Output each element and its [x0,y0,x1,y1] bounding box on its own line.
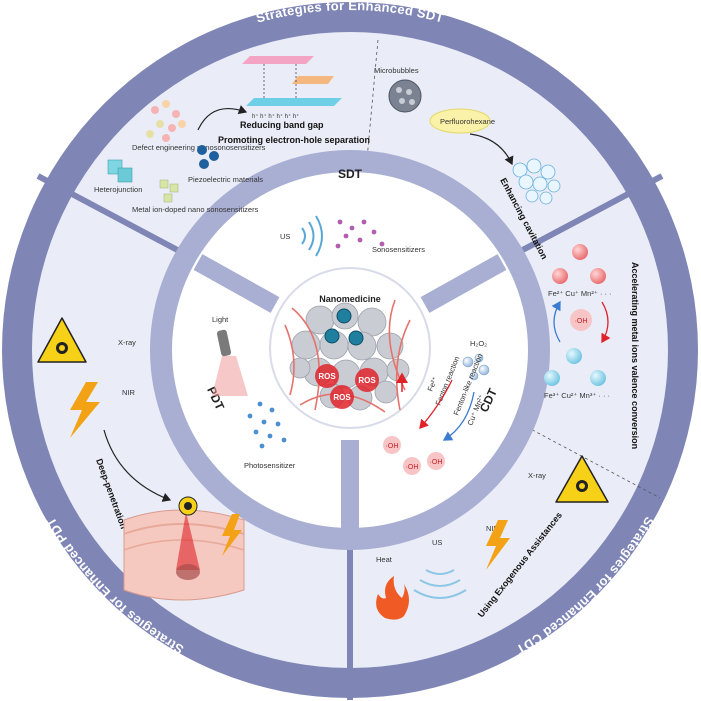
nir-lightning-icon [70,382,100,438]
radiation-warning-icon [37,317,87,363]
h2o2-molecule-icon [462,353,490,381]
ros-burst-1: ROS [315,364,339,388]
skin-tissue-icon [123,509,245,601]
piezoelectric-icon [197,145,219,169]
microbubble-icon [388,79,422,113]
band-gap-label: Reducing band gap [240,120,324,130]
cdt-radiation-warning-icon [555,455,609,503]
heterojunction-icon [107,159,133,183]
pdt-nir-label: NIR [122,388,136,397]
ros-burst-2: ROS [355,368,379,392]
nanoparticle-icon [324,308,364,346]
sonosensitizer-dots-icon [335,219,385,249]
svg-text:·OH: ·OH [575,318,588,325]
valence-arrow-blue-icon [551,300,561,343]
nanomedicine-core: Nanomedicine ROS ROS ROS [269,267,431,429]
valence-label: Accelerating metal ions valence conversi… [630,262,640,449]
nanoparticle-cluster-icon [146,100,186,142]
cdt-lightning-icon [486,520,510,570]
valence-arrow-red-icon [601,301,611,344]
sun-icon [178,496,198,516]
light-label: Light [212,315,229,324]
cdt-xray-label: X-ray [528,471,546,480]
oh-burst-icon: ·OH [570,309,592,331]
hydroxyl-radical-3: ·OH [427,452,445,470]
doped-nano-icon [159,179,179,203]
fenton-like-arrow-icon [442,391,475,441]
svg-text:h⁺ h⁺ h⁺ h⁺ h⁺ h⁺: h⁺ h⁺ h⁺ h⁺ h⁺ h⁺ [252,113,299,120]
section-label-sdt: SDT [338,167,363,181]
sonosensitizers-label: Sonosensitizers [372,245,425,254]
piezo-label: Piezoelectric materials [188,175,263,184]
electron-hole-label: Promoting electron-hole separation [218,135,370,145]
h2o2-label: H₂O₂ [470,339,487,348]
dashed-divider-sdt [365,39,379,171]
sdt-outer-sector: Defect engineering nanosonosensitizers H… [94,56,561,261]
red-ion-icon [552,244,606,284]
bubble-cluster-icon [512,158,561,205]
nanomedicine-title: Nanomedicine [319,294,381,304]
pdt-xray-label: X-ray [118,338,136,347]
cyan-ion-icon [544,348,606,386]
ros-burst-3: ROS [330,385,354,409]
separator-right [498,173,664,265]
hydroxyl-radical-2: ·OH [403,457,421,475]
pdt-outer-sector: X-ray NIR Deep-penetration [37,317,245,601]
heterojunction-label: Heterojunction [94,185,142,194]
ultrasound-wave-icon [301,215,323,257]
heat-label: Heat [376,555,393,564]
svg-text:·OH: ·OH [406,464,419,471]
perfluorohexane-label: Perfluorohexane [440,117,495,126]
ions-top-label: Fe²⁺ Cu⁺ Mn²⁺ · · · [548,289,612,298]
microbubbles-label: Microbubbles [374,66,419,75]
light-source-icon [212,329,248,396]
fenton-arrow-icon [419,379,453,429]
cdt-us-label: US [432,538,442,547]
skin-lightning-icon [222,514,242,556]
cavitation-arrow-icon [469,133,514,166]
curved-arrow-icon [197,105,248,131]
deep-arrow-icon [103,429,172,502]
hydroxyl-radical-1: ·OH [383,436,401,454]
svg-text:·OH: ·OH [430,459,443,466]
svg-text:ROS: ROS [318,372,336,381]
photosensitizer-dots-icon [247,401,287,449]
perfluorohexane-blob-icon [429,108,491,134]
metal-doped-label: Metal ion-doped nano sonosensitizers [132,205,259,214]
pdt-inner-sector: Light Photosensitizer [212,315,296,470]
sdt-inner-sector: US Sonosensitizers [280,215,425,257]
cdt-ultrasound-icon [413,569,467,599]
fire-icon [376,576,409,620]
svg-text:ROS: ROS [358,376,376,385]
ions-bottom-label: Fe³⁺ Cu²⁺ Mn³⁺ · · · [544,391,610,400]
sdt-us-label: US [280,232,290,241]
cdt-nir-label: NIR [486,524,500,533]
svg-text:·OH: ·OH [386,443,399,450]
photosensitizer-label: Photosensitizer [244,461,296,470]
band-gap-diagram-icon: h⁺ h⁺ h⁺ h⁺ h⁺ h⁺ [242,56,342,120]
svg-text:ROS: ROS [333,393,351,402]
inner-separator-left [193,254,280,313]
inner-separator-right [420,254,507,313]
separator-left [36,173,202,265]
